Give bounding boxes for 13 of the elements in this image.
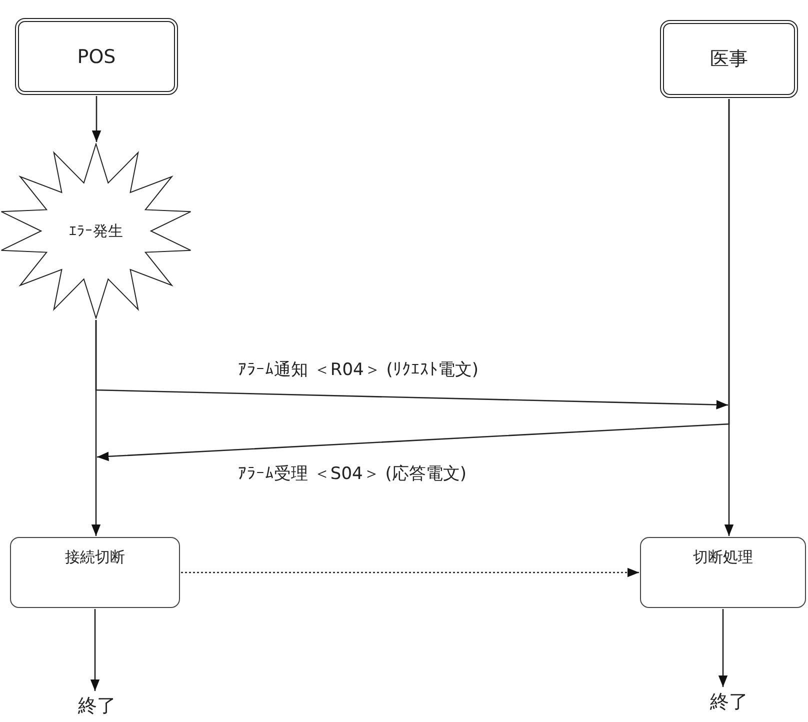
arrow (92, 96, 102, 142)
system-box: POS (15, 18, 178, 95)
arrow (96, 99, 730, 462)
dotted-arrow (181, 568, 639, 578)
arrow (95, 320, 728, 410)
process-box: 接続切断 (10, 537, 180, 608)
end-label: 終了 (707, 688, 751, 716)
system-box: 医事 (660, 20, 798, 98)
arrow (718, 609, 728, 687)
end-label: 終了 (75, 692, 119, 720)
process-box: 切断処理 (640, 537, 806, 608)
explosion-shape: ｴﾗｰ発生 (0, 143, 194, 319)
arrow (90, 609, 100, 691)
